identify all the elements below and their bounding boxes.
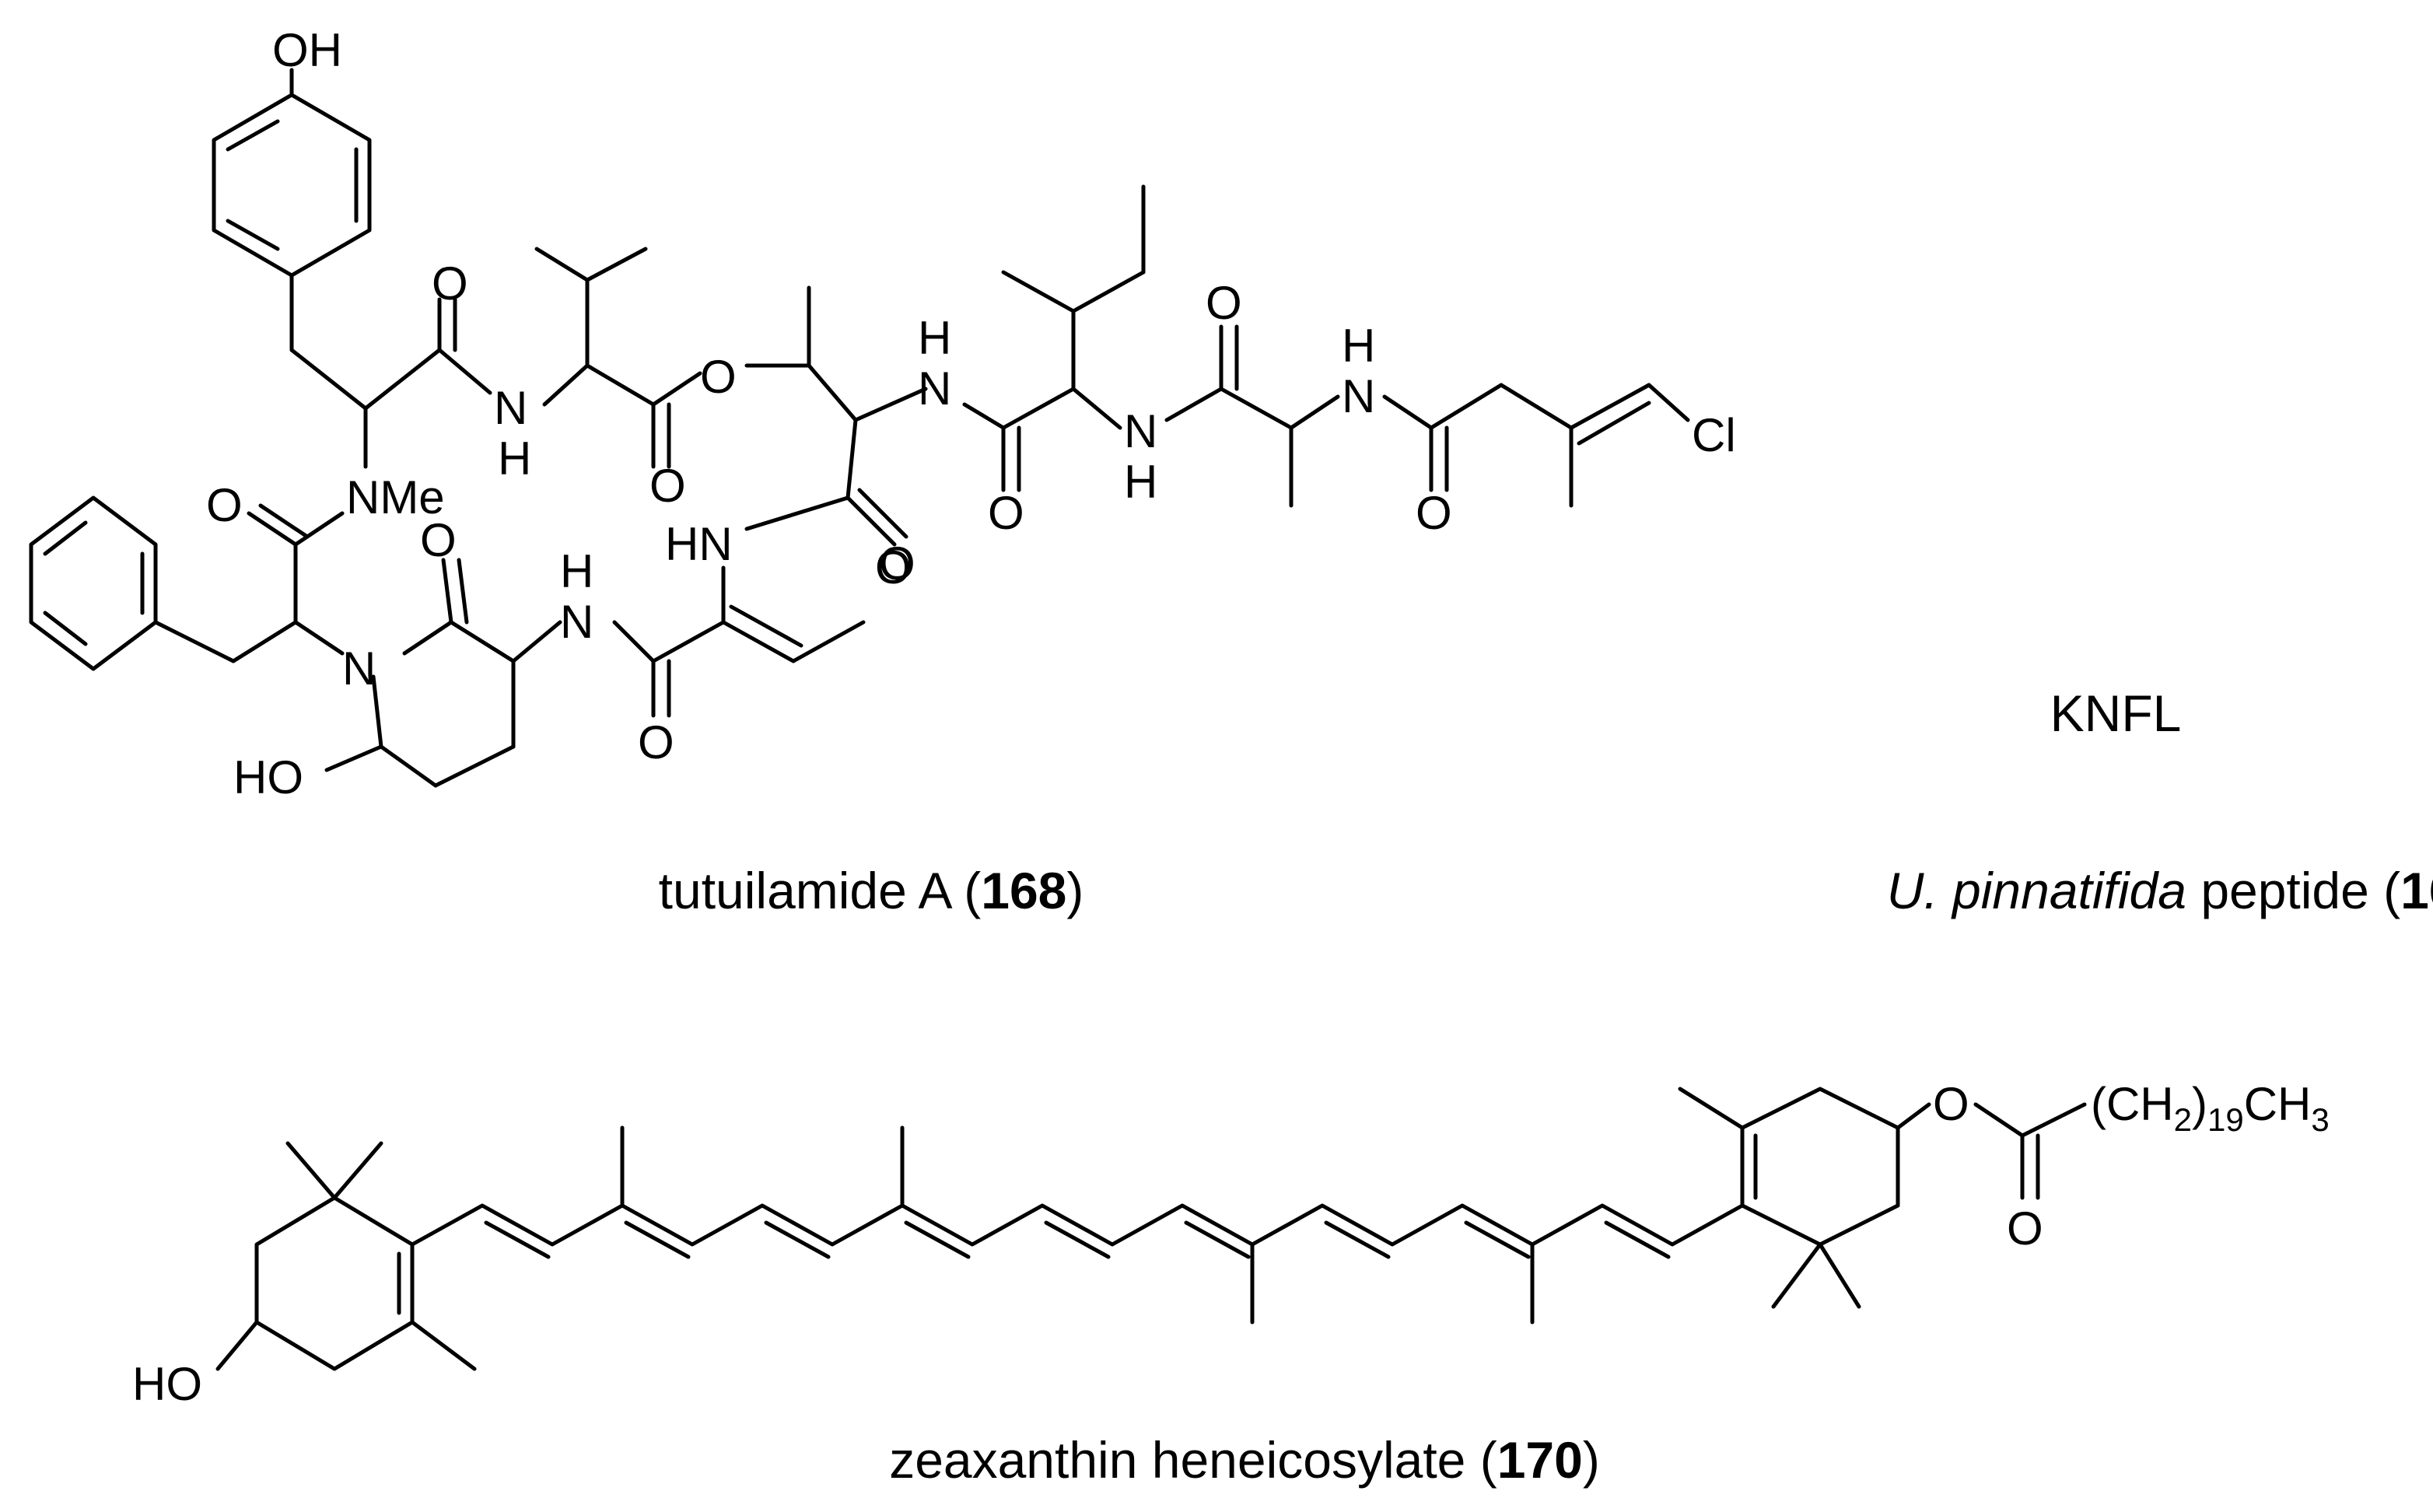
atom-label: N — [918, 362, 951, 415]
atom-label: O — [649, 460, 686, 512]
atom-label: O — [1206, 277, 1242, 329]
substituent-formula: (CH2)19CH3 — [2091, 1078, 2330, 1138]
atom-label: N — [560, 596, 593, 648]
atom-label: Cl — [1692, 409, 1736, 461]
atom-label: O — [638, 716, 674, 768]
peptide-sequence: KNFL — [2050, 684, 2182, 742]
atom-label: O — [875, 541, 912, 593]
atom-label: HN — [665, 518, 733, 570]
atom-label: O — [2007, 1202, 2043, 1255]
atom-label: N — [342, 642, 376, 695]
atom-label: H — [560, 545, 593, 597]
atom-label: H — [1342, 320, 1375, 372]
atom-label: N — [1342, 370, 1375, 422]
atom-label: H — [498, 432, 531, 485]
atom-label: O — [432, 257, 468, 310]
atom-label: O — [1416, 487, 1452, 539]
caption-u-pinnatifida-peptide: U. pinnatifida peptide (169) — [1887, 862, 2433, 919]
structure-zeaxanthin-heneicosylate: HO O O (CH2)19CH3 — [132, 1078, 2330, 1410]
atom-label: NMe — [346, 471, 445, 523]
atom-label: O — [1933, 1078, 1969, 1130]
atom-label: N — [1124, 405, 1157, 457]
atom-label: O — [988, 487, 1024, 539]
atom-label: HO — [132, 1358, 202, 1410]
atom-label: H — [1124, 456, 1157, 508]
atom-label: O — [206, 479, 243, 531]
atom-label: HO — [233, 751, 303, 803]
atom-label: H — [918, 312, 951, 364]
atom-label: OH — [272, 24, 342, 76]
atom-label: N — [494, 382, 527, 434]
caption-zeaxanthin-heneicosylate: zeaxanthin heneicosylate (170) — [889, 1431, 1600, 1489]
structure-tutuilamide-a: OH O O O NMe N H O O N H N H O O N H N H… — [29, 24, 1736, 803]
atom-label: O — [700, 351, 737, 403]
atom-label: O — [879, 537, 915, 590]
caption-tutuilamide-a: tutuilamide A (168) — [659, 862, 1084, 919]
atom-label: O — [420, 514, 457, 566]
